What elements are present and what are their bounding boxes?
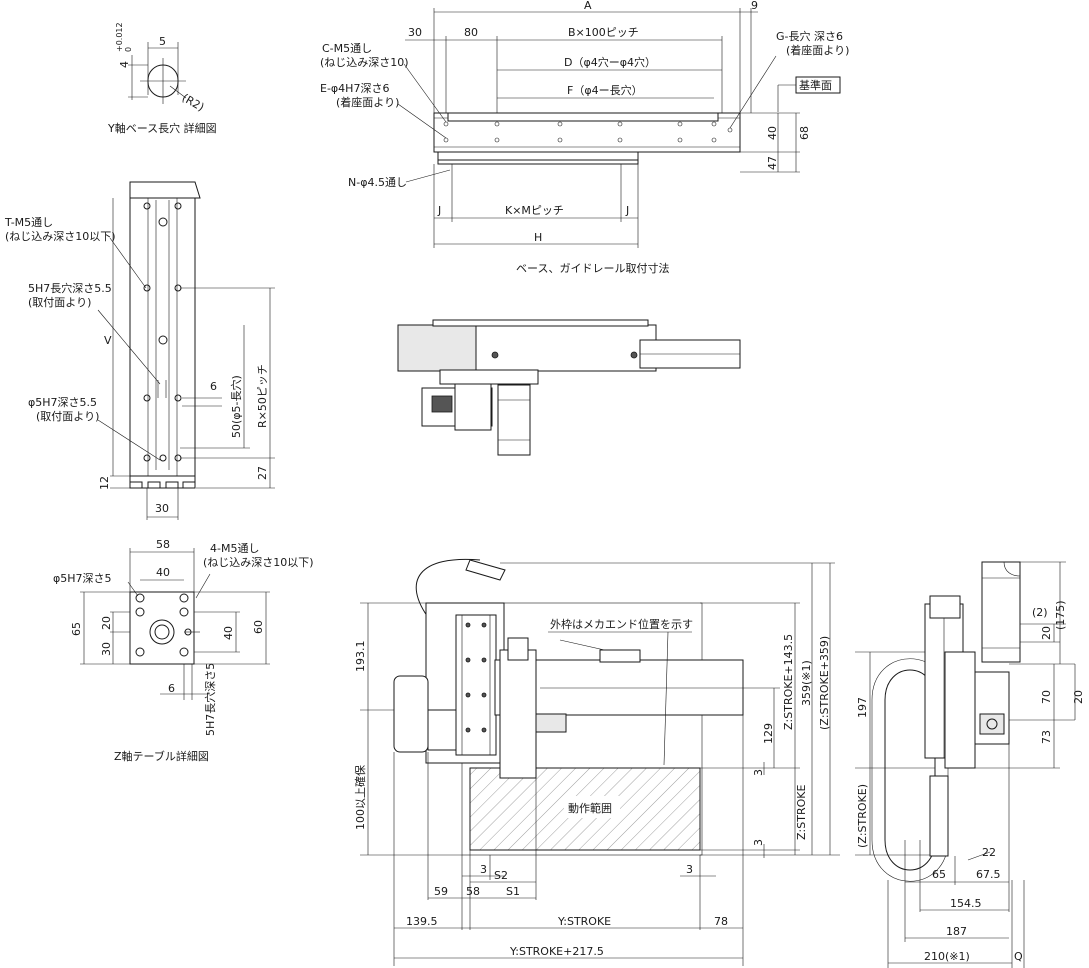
dim-139: 139.5 (406, 915, 438, 928)
dim-r50: R×50ピッチ (256, 364, 269, 428)
dim-47: 47 (766, 156, 779, 170)
side-65: 65 (932, 868, 946, 881)
g-slot-label: G-長穴 深さ6 (776, 29, 843, 43)
side-20b: 20 (1072, 690, 1085, 704)
top-view-assembly (397, 319, 741, 456)
dim-h: H (534, 231, 542, 244)
e-hole-label: E-φ4H7深さ6 (320, 82, 389, 95)
c-m5-label: C-M5通し (322, 42, 372, 55)
y-slot-radius: (R2) (180, 91, 207, 114)
dim-100-secure: 100以上確保 (353, 765, 367, 830)
dim-zstroke: Z:STROKE (795, 785, 808, 840)
dim-129: 129 (762, 723, 775, 744)
side-view: (175) (2) 20 70 20 73 197 (Z:STROKE) 22 … (855, 561, 1085, 968)
zt-slot: 5H7長穴深さ5 (203, 663, 217, 736)
svg-text:(ねじ込み深さ10以下): (ねじ込み深さ10以下) (203, 556, 314, 569)
side-73: 73 (1040, 730, 1053, 744)
zt-58: 58 (156, 538, 170, 551)
front-view: 動作範囲 外枠はメカエンド位置を示す (353, 558, 840, 966)
svg-text:0: 0 (124, 47, 133, 52)
range-label: 動作範囲 (568, 801, 612, 815)
n-hole-label: N-φ4.5通し (348, 176, 407, 189)
zt-30: 30 (100, 642, 113, 656)
dim-12: 12 (98, 476, 111, 490)
dim-78: 78 (714, 915, 728, 928)
y-slot-width: 5 (159, 35, 166, 48)
dim-58: 58 (466, 885, 480, 898)
z-table-detail: 58 40 4-M5通し (ねじ込み深さ10以下) φ5H7深さ5 65 20 … (53, 538, 314, 763)
side-2: (2) (1032, 606, 1048, 619)
dim-j1: J (437, 204, 441, 217)
dim-d: D（φ4穴ーφ4穴） (564, 55, 656, 69)
svg-text:(取付面より): (取付面より) (36, 410, 99, 423)
dim-30: 30 (155, 502, 169, 515)
y-axis-base-view: T-M5通し (ねじ込み深さ10以下) 5H7長穴深さ5.5 (取付面より) φ… (4, 181, 275, 520)
side-zstroke: (Z:STROKE) (856, 784, 869, 848)
side-197: 197 (856, 697, 869, 718)
svg-text:(着座面より): (着座面より) (786, 43, 849, 57)
caption-y-slot: Y軸ベース長穴 詳細図 (107, 121, 217, 135)
zt-40: 40 (156, 566, 170, 579)
y-slot-detail: 5 4 +0.012 0 (R2) Y軸ベース長穴 詳細図 (107, 22, 217, 135)
zt-20: 20 (100, 616, 113, 630)
svg-text:(ねじ込み深さ10): (ねじ込み深さ10) (320, 56, 409, 69)
dim-3a: 3 (752, 769, 765, 776)
dim-b: B×100ピッチ (568, 26, 639, 39)
dim-zs143: Z:STROKE+143.5 (782, 634, 795, 730)
caption-z-table: Z軸テーブル詳細図 (114, 749, 209, 763)
dim-50: 50(φ5-長穴) (229, 375, 243, 438)
zt-65: 65 (70, 622, 83, 636)
dim-s1: S1 (506, 885, 520, 898)
zt-40v: 40 (222, 626, 235, 640)
t-m5-label: T-M5通し (4, 216, 53, 229)
svg-text:(取付面より): (取付面より) (28, 296, 91, 309)
side-154: 154.5 (950, 897, 982, 910)
dim-40: 40 (766, 126, 779, 140)
side-22: 22 (982, 846, 996, 859)
frame-note: 外枠はメカエンド位置を示す (550, 617, 693, 631)
caption-base-rail: ベース、ガイドレール取付寸法 (516, 261, 669, 275)
hole-5h7-label: φ5H7深さ5.5 (28, 396, 97, 409)
dim-30: 30 (408, 26, 422, 39)
dim-a: A (584, 0, 592, 12)
dim-6: 6 (210, 380, 217, 393)
dim-359b: (Z:STROKE+359) (818, 636, 831, 730)
dim-68: 68 (798, 126, 811, 140)
dim-3c: 3 (480, 863, 487, 876)
side-20a: 20 (1040, 626, 1053, 640)
dim-80: 80 (464, 26, 478, 39)
side-175: (175) (1054, 600, 1067, 630)
svg-text:(ねじ込み深さ10以下): (ねじ込み深さ10以下) (5, 230, 116, 243)
y-slot-tol: 4 (118, 61, 131, 68)
side-q: Q (1014, 950, 1023, 963)
zt-6: 6 (168, 682, 175, 695)
side-210: 210(※1) (924, 950, 970, 963)
dim-s2: S2 (494, 869, 508, 882)
dim-f: F（φ4ー長穴） (567, 83, 643, 97)
dim-ystroke: Y:STROKE (557, 915, 611, 928)
dim-3b: 3 (752, 839, 765, 846)
base-rail-view: A 9 30 80 B×100ピッチ D（φ4穴ーφ4穴） F（φ4ー長穴） C… (320, 0, 849, 275)
dim-359: 359(※1) (800, 660, 813, 706)
zt-m5: 4-M5通し (210, 542, 259, 555)
dim-9: 9 (751, 0, 758, 12)
dim-3d: 3 (686, 863, 693, 876)
dim-ys217: Y:STROKE+217.5 (509, 945, 604, 958)
side-675: 67.5 (976, 868, 1001, 881)
side-187: 187 (946, 925, 967, 938)
ref-surface: 基準面 (799, 78, 832, 92)
dim-59: 59 (434, 885, 448, 898)
svg-text:(着座面より): (着座面より) (336, 95, 399, 109)
dim-j2: J (625, 204, 629, 217)
dim-27: 27 (256, 466, 269, 480)
zt-hole: φ5H7深さ5 (53, 572, 112, 585)
side-70: 70 (1040, 690, 1053, 704)
svg-text:+0.012: +0.012 (115, 22, 124, 52)
zt-60: 60 (252, 620, 265, 634)
dim-v: V (104, 334, 112, 347)
dim-193: 193.1 (354, 641, 367, 673)
dim-km: K×Mピッチ (505, 204, 564, 217)
slot-5h7-label: 5H7長穴深さ5.5 (28, 281, 112, 295)
